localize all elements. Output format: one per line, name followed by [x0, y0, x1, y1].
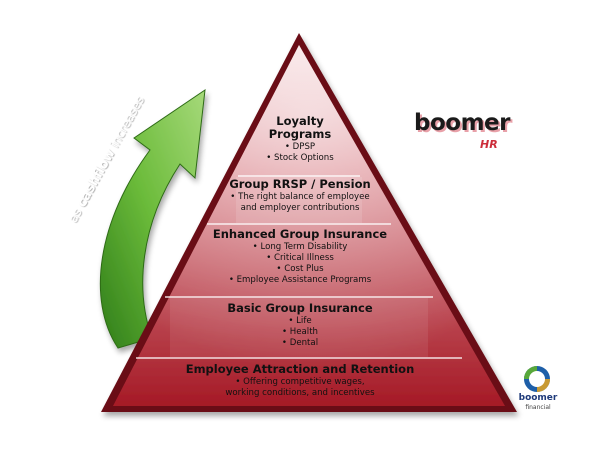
boomer-financial-emblem	[524, 366, 550, 392]
boomer-hr-logo-suffix: HR	[480, 138, 498, 151]
boomer-financial-word: boomer	[518, 393, 558, 403]
tier-title-line2: Programs	[268, 127, 332, 141]
tier-item: • Offering competitive wages,	[235, 377, 365, 387]
pyramid	[101, 33, 517, 412]
tier-basic-group-insurance: Basic Group Insurance • Life • Health • …	[200, 302, 400, 349]
cashflow-arrow	[99, 88, 206, 349]
tier-item: working conditions, and incentives	[225, 388, 375, 398]
tier-items: • DPSP • Stock Options	[250, 142, 350, 164]
tier-dividers	[136, 175, 462, 359]
tier-item: • Dental	[281, 338, 319, 348]
tier-items: • Life • Health • Dental	[200, 316, 400, 349]
tier-title: Basic Group Insurance	[227, 301, 373, 315]
tier-group-rrsp-pension: Group RRSP / Pension • The right balance…	[215, 178, 385, 214]
tier-item: • Long Term Disability	[252, 242, 348, 252]
boomer-financial-logo: boomer financial	[518, 366, 558, 416]
boomer-hr-logo: boomer HR	[414, 110, 514, 156]
tier-item: • Critical Illness	[266, 253, 334, 263]
tier-item: • DPSP	[284, 142, 316, 152]
tier-title: Group RRSP / Pension	[229, 177, 371, 191]
tier-item: • The right balance of employee	[230, 192, 370, 202]
tier-item: • Stock Options	[266, 153, 334, 163]
tier-loyalty-programs: Loyalty Programs • DPSP • Stock Options	[250, 115, 350, 164]
tier-employee-attraction-retention: Employee Attraction and Retention • Offe…	[160, 363, 440, 399]
tier-enhanced-group-insurance: Enhanced Group Insurance • Long Term Dis…	[190, 228, 410, 286]
tier-title: Enhanced Group Insurance	[212, 227, 388, 241]
tier-item: and employer contributions	[240, 203, 360, 213]
tier-items: • Long Term Disability • Critical Illnes…	[190, 242, 410, 286]
boomer-hr-logo-word: boomer	[414, 110, 510, 136]
tier-item: • Cost Plus	[276, 264, 324, 274]
tier-title: Employee Attraction and Retention	[185, 362, 415, 376]
tier-items: • The right balance of employee and empl…	[215, 192, 385, 214]
tier-title: Loyalty	[276, 114, 324, 128]
tier-item: • Life	[288, 316, 312, 326]
tier-item: • Employee Assistance Programs	[228, 275, 372, 285]
tier-item: • Health	[281, 327, 319, 337]
boomer-financial-sub: financial	[525, 404, 551, 411]
tier-items: • Offering competitive wages, working co…	[160, 377, 440, 399]
